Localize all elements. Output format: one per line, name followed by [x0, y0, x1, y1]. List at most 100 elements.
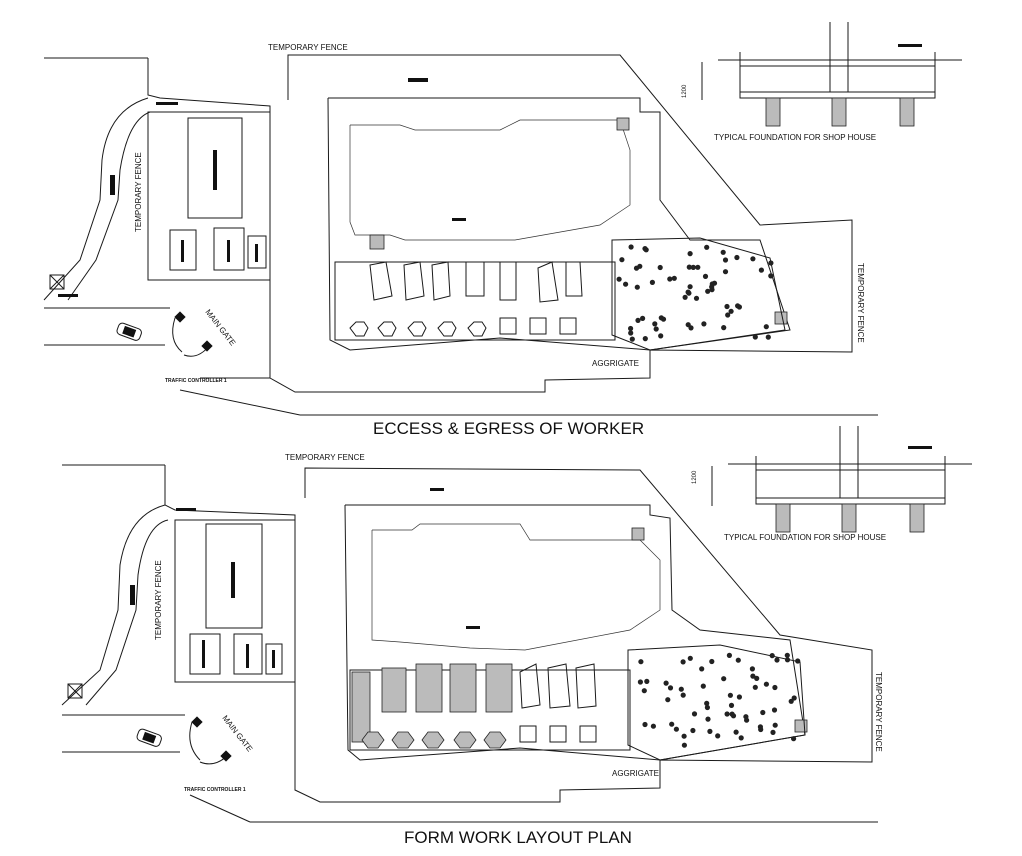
crane-base-icon: [774, 311, 788, 325]
label-block: [176, 508, 196, 511]
tree-icon: [715, 733, 721, 739]
gate-swing: [172, 317, 211, 357]
crane-base-icon: [616, 117, 630, 131]
label-block: [213, 150, 217, 190]
tree-icon: [724, 303, 730, 310]
label-main-gate: MAIN GATE: [220, 714, 254, 754]
tree-icon: [688, 325, 694, 331]
tree-icon: [686, 264, 692, 270]
guard-post-icon: [67, 683, 83, 699]
landscape-zone: [611, 237, 786, 351]
access-road-inner: [43, 97, 149, 301]
crane-base-icon: [794, 719, 808, 733]
store-room: [169, 229, 197, 271]
site-boundary: [147, 54, 853, 393]
foundation-dimension: 1200: [682, 84, 688, 98]
label-temporary-fence-left: TEMPORARY FENCE: [154, 560, 163, 640]
tree-icon: [637, 679, 644, 685]
shop-house-unit: [537, 261, 559, 303]
tree-icon: [704, 700, 710, 707]
tree-icon: [770, 729, 776, 736]
shop-house-unit: [575, 663, 597, 709]
formwork-panel: [351, 671, 371, 743]
tree-icon: [652, 321, 658, 327]
tree-icon: [642, 721, 648, 728]
label-block: [202, 640, 205, 668]
tree-icon: [649, 279, 656, 285]
tree-icon: [641, 688, 647, 694]
tree-icon: [788, 698, 794, 704]
tree-icon: [769, 653, 775, 659]
tree-icon: [768, 273, 774, 279]
shop-house-unit: [565, 261, 583, 297]
gate-post-icon: [174, 311, 186, 323]
tree-icon: [774, 657, 780, 663]
label-temporary-fence-right: TEMPORARY FENCE: [856, 263, 865, 343]
tree-icon: [635, 317, 641, 323]
gate-post-icon: [191, 716, 203, 728]
tree-icon: [784, 657, 791, 663]
tree-icon: [658, 315, 664, 321]
label-temporary-fence-left: TEMPORARY FENCE: [134, 152, 143, 232]
shop-house-unit: [465, 261, 485, 297]
tree-icon: [640, 315, 646, 321]
access-road-outer: [67, 111, 151, 301]
tree-icon: [695, 264, 701, 270]
label-block: [255, 244, 258, 262]
site-boundary: [164, 465, 873, 803]
store-room: [189, 633, 221, 675]
tree-icon: [638, 659, 644, 665]
access-road-inner: [61, 504, 166, 706]
tree-icon: [768, 260, 774, 266]
tree-icon: [690, 264, 696, 270]
tree-icon: [724, 711, 730, 717]
gate-post-icon: [201, 340, 213, 352]
tree-icon: [629, 336, 635, 342]
crane-base-icon: [369, 234, 385, 250]
tree-icon: [628, 330, 634, 336]
shop-house-unit: [547, 663, 571, 709]
site-office-compound: [174, 519, 296, 683]
tree-icon: [791, 695, 797, 701]
label-block: [181, 240, 184, 262]
shop-house-unit: [431, 261, 451, 301]
site-office: [205, 523, 263, 629]
tree-icon: [743, 714, 749, 720]
tree-icon: [738, 735, 744, 741]
label-temporary-fence-top: TEMPORARY FENCE: [285, 453, 365, 462]
tree-icon: [700, 683, 706, 689]
building-outline: [371, 523, 661, 651]
label-temporary-fence-right: TEMPORARY FENCE: [874, 672, 883, 752]
tree-icon: [791, 736, 797, 742]
site-office-compound: [147, 111, 271, 281]
plan-title-2: FORM WORK LAYOUT PLAN: [404, 828, 632, 847]
site-office: [187, 117, 243, 219]
tree-icon: [711, 280, 718, 286]
tree-icon: [763, 324, 769, 330]
tree-cluster: [616, 244, 774, 342]
formwork-zone: [349, 663, 631, 751]
plan-access-egress: TEMPORARY FENCE TEMPORARY FENCE TEMPORAR…: [43, 22, 962, 438]
guard-post-cross: [67, 683, 83, 699]
tree-icon: [728, 702, 735, 709]
tree-icon: [637, 263, 643, 269]
plan-title-1: ECCESS & EGRESS OF WORKER: [373, 419, 644, 438]
tree-icon: [681, 742, 688, 748]
car-icon: [116, 322, 142, 341]
tree-icon: [728, 308, 734, 314]
label-block: [231, 562, 235, 598]
tree-icon: [623, 281, 629, 287]
tree-icon: [752, 684, 758, 690]
formwork-panel: [485, 663, 513, 713]
label-block: [130, 585, 135, 605]
foundation-caption: TYPICAL FOUNDATION FOR SHOP HOUSE: [714, 133, 876, 142]
label-block: [430, 488, 444, 491]
tree-icon: [763, 681, 770, 687]
plan-formwork-layout: TEMPORARY FENCE TEMPORARY FENCE TEMPORAR…: [61, 426, 972, 847]
tree-icon: [642, 246, 648, 252]
tree-icon: [707, 728, 713, 735]
tree-icon: [658, 333, 664, 339]
tree-icon: [722, 257, 729, 263]
tree-icon: [721, 676, 727, 682]
